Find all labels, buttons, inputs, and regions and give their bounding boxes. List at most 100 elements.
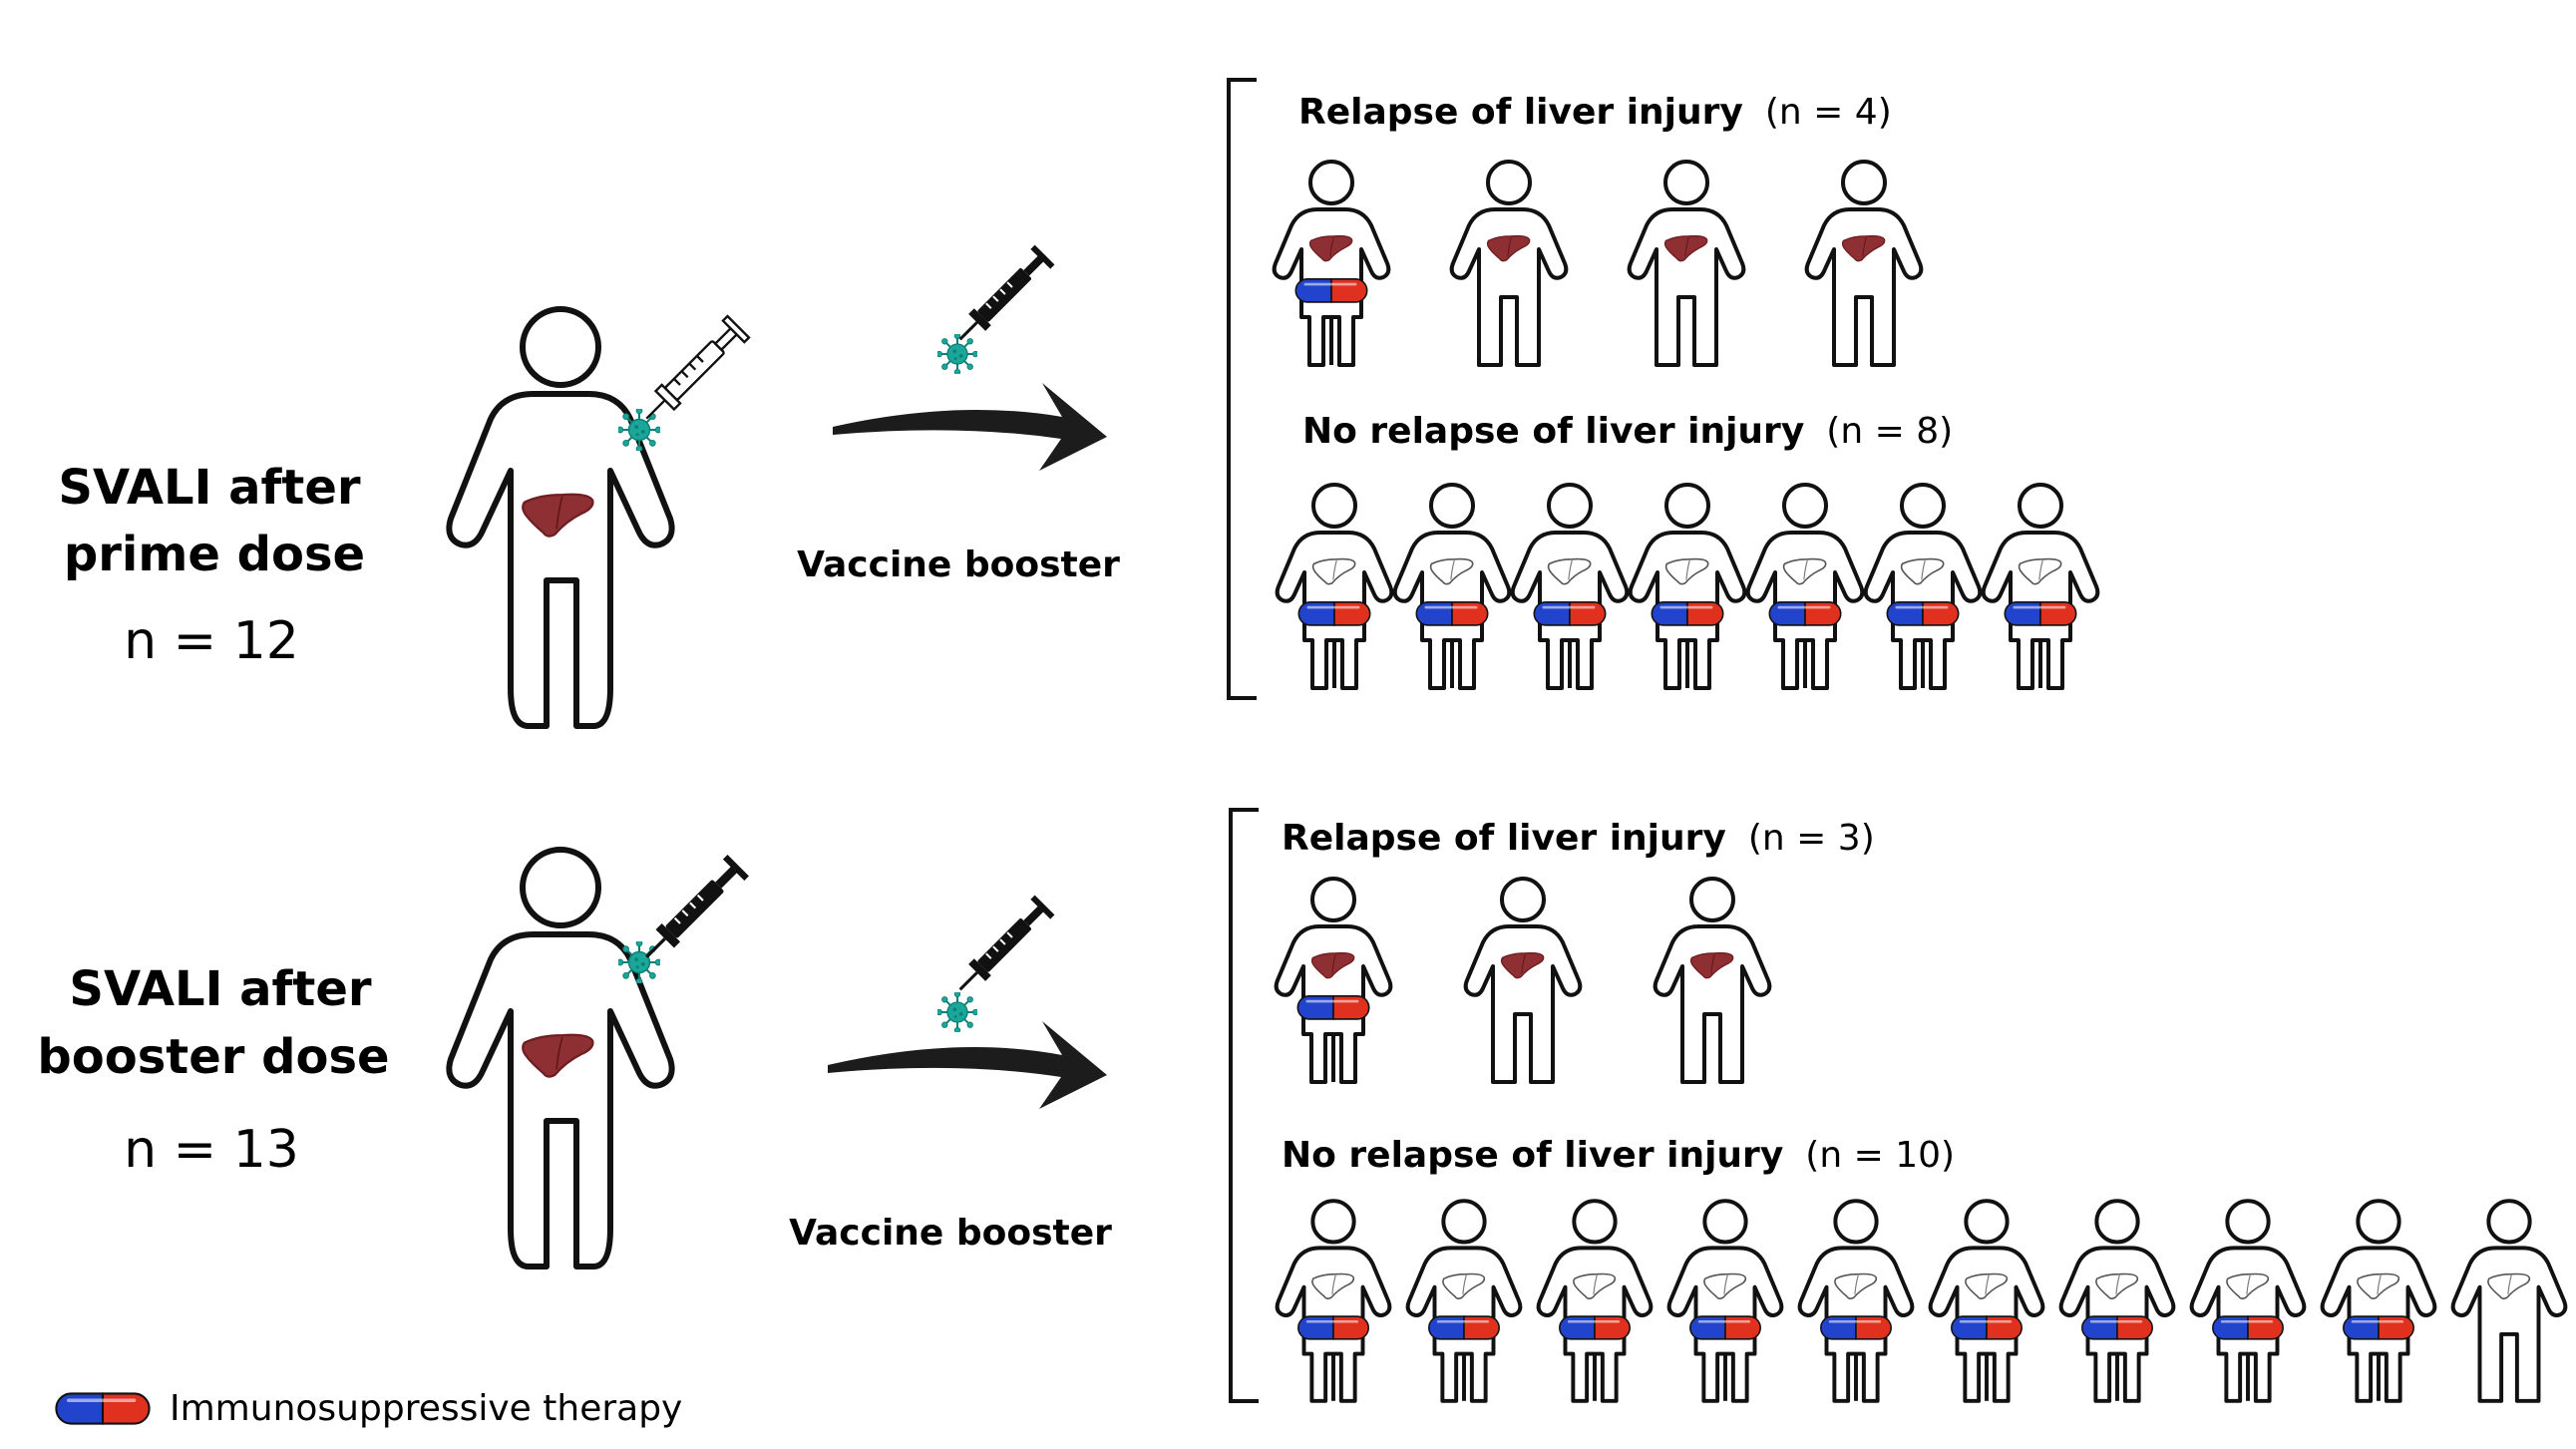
arrow-label: Vaccine booster bbox=[797, 544, 1120, 585]
cohort-count: n = 12 bbox=[124, 611, 299, 671]
person-icon bbox=[1405, 1199, 1523, 1403]
person-figure bbox=[2189, 1199, 2307, 1403]
no-relapse-figures bbox=[1275, 483, 2100, 690]
person-figure bbox=[1405, 1199, 1523, 1403]
person-figure bbox=[2320, 1199, 2437, 1403]
person-figure bbox=[1928, 1199, 2045, 1403]
relapse-label: Relapse of liver injury (n = 4) bbox=[1298, 91, 1892, 133]
person-figure bbox=[1392, 483, 1512, 690]
capsule-icon bbox=[1293, 277, 1369, 303]
bracket bbox=[1229, 808, 1259, 1403]
capsule-icon bbox=[1688, 1315, 1762, 1340]
capsule-icon bbox=[1414, 600, 1490, 626]
virus-icon bbox=[937, 992, 977, 1032]
person-figure bbox=[1627, 160, 1746, 367]
capsule-icon bbox=[2211, 1315, 2285, 1340]
relapse-label-text: Relapse of liver injury bbox=[1298, 92, 1743, 133]
person-icon bbox=[1981, 483, 2100, 690]
person-figure bbox=[1628, 483, 1747, 690]
person-icon bbox=[1510, 483, 1630, 690]
cohort-title-line2: prime dose bbox=[64, 527, 365, 582]
capsule-icon bbox=[1950, 1315, 2024, 1340]
no-relapse-label: No relapse of liver injury (n = 10) bbox=[1282, 1134, 1955, 1176]
capsule-icon bbox=[1296, 600, 1372, 626]
relapse-label: Relapse of liver injury (n = 3) bbox=[1282, 817, 1875, 859]
capsule-icon bbox=[1558, 1315, 1632, 1340]
person-figure bbox=[1274, 877, 1393, 1084]
cohort-booster: SVALI after booster dose n = 13 Vaccine … bbox=[37, 808, 2568, 1403]
person-icon bbox=[1666, 1199, 1784, 1403]
person-figure bbox=[1666, 1199, 1784, 1403]
person-icon bbox=[2189, 1199, 2307, 1403]
arrow-icon bbox=[828, 1021, 1107, 1109]
person-figure bbox=[1510, 483, 1630, 690]
virus-icon bbox=[937, 334, 977, 374]
relapse-figures bbox=[1274, 877, 1772, 1084]
person-icon bbox=[1275, 1199, 1392, 1403]
person-figure bbox=[1745, 483, 1865, 690]
cohort-count: n = 13 bbox=[124, 1120, 299, 1180]
person-icon bbox=[1627, 160, 1746, 367]
person-icon bbox=[1536, 1199, 1654, 1403]
person-figure bbox=[1275, 483, 1394, 690]
person-figure bbox=[1981, 483, 2100, 690]
cohort-title-line1: SVALI after bbox=[58, 460, 361, 516]
no-relapse-label-count: (n = 8) bbox=[1826, 411, 1953, 452]
no-relapse-label-text: No relapse of liver injury bbox=[1282, 1135, 1783, 1176]
capsule-icon bbox=[2342, 1315, 2415, 1340]
person-figure bbox=[1449, 160, 1569, 367]
no-relapse-label-text: No relapse of liver injury bbox=[1302, 411, 1804, 452]
relapse-figures bbox=[1272, 160, 1924, 367]
syringe-icon bbox=[952, 243, 1056, 347]
person-figure bbox=[1804, 160, 1924, 367]
capsule-icon bbox=[2003, 600, 2078, 626]
person-figure bbox=[1463, 877, 1583, 1084]
syringe-icon bbox=[638, 314, 751, 427]
legend-label: Immunosuppressive therapy bbox=[170, 1388, 682, 1429]
person-icon bbox=[1797, 1199, 1915, 1403]
no-relapse-label-count: (n = 10) bbox=[1805, 1135, 1955, 1176]
person-icon bbox=[2320, 1199, 2437, 1403]
no-relapse-figures bbox=[1275, 1199, 2568, 1403]
capsule-icon bbox=[1295, 994, 1371, 1020]
person-figure bbox=[1536, 1199, 1654, 1403]
person-icon bbox=[446, 847, 675, 1269]
person-figure bbox=[1863, 483, 1983, 690]
capsule-icon bbox=[1819, 1315, 1893, 1340]
capsule-icon bbox=[1650, 600, 1725, 626]
person-icon bbox=[1275, 483, 1394, 690]
person-icon bbox=[1463, 877, 1583, 1084]
person-figure bbox=[1275, 1199, 1392, 1403]
person-icon bbox=[1274, 877, 1393, 1084]
relapse-label-count: (n = 3) bbox=[1748, 818, 1875, 859]
person-icon bbox=[446, 306, 675, 729]
person-figure bbox=[1797, 1199, 1915, 1403]
capsule-icon bbox=[55, 1392, 151, 1425]
person-figure bbox=[2058, 1199, 2176, 1403]
person-icon bbox=[1804, 160, 1924, 367]
arrow-icon bbox=[833, 383, 1107, 471]
syringe-icon bbox=[952, 894, 1056, 997]
person-icon bbox=[1928, 1199, 2045, 1403]
bracket bbox=[1227, 78, 1257, 700]
legend: Immunosuppressive therapy bbox=[55, 1388, 682, 1429]
person-figure bbox=[1272, 160, 1391, 367]
virus-icon bbox=[618, 409, 660, 451]
cohort-prime: SVALI after prime dose n = 12 Vaccine bo… bbox=[58, 78, 2100, 729]
person-icon bbox=[1628, 483, 1747, 690]
person-icon bbox=[1863, 483, 1983, 690]
person-icon bbox=[1449, 160, 1569, 367]
capsule-icon bbox=[2080, 1315, 2154, 1340]
person-icon bbox=[2058, 1199, 2176, 1403]
person-icon bbox=[1745, 483, 1865, 690]
person-figure bbox=[1653, 877, 1772, 1084]
capsule-icon bbox=[1296, 1315, 1370, 1340]
no-relapse-label: No relapse of liver injury (n = 8) bbox=[1302, 410, 1953, 452]
cohort-title-line1: SVALI after bbox=[69, 961, 372, 1017]
relapse-label-count: (n = 4) bbox=[1765, 92, 1892, 133]
capsule-icon bbox=[1532, 600, 1608, 626]
syringe-icon bbox=[638, 853, 751, 965]
person-icon bbox=[1392, 483, 1512, 690]
relapse-label-text: Relapse of liver injury bbox=[1282, 818, 1726, 859]
cohort-title-line2: booster dose bbox=[37, 1029, 389, 1085]
